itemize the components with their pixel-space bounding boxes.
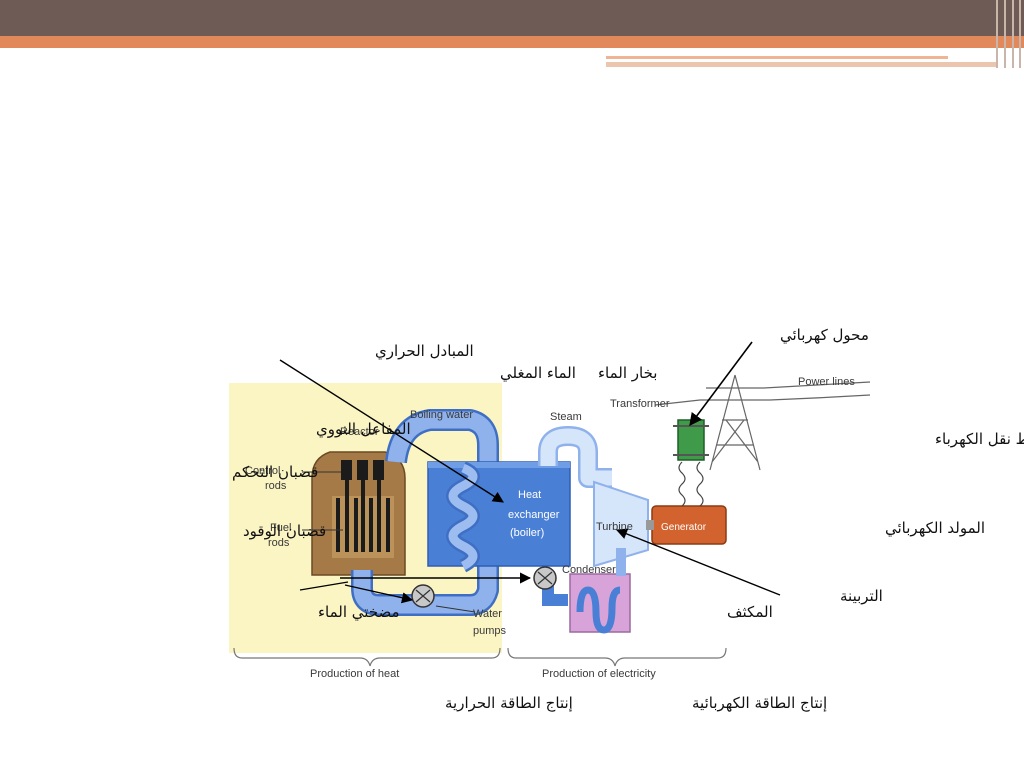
arrow-heat-exchanger	[279, 359, 504, 503]
control-rods-label-ar: قضبان التحكم	[232, 463, 318, 481]
water-surface	[428, 462, 570, 468]
header-accent-line-lower	[606, 62, 996, 67]
heat-exchanger-label-en-1: Heat	[518, 489, 541, 501]
control-rods-label-en-1: Control	[245, 465, 280, 477]
generator-shaft	[646, 520, 654, 530]
arrow-transformer	[689, 341, 753, 427]
transformer-label-en: Transformer	[610, 398, 670, 410]
control-rod	[357, 460, 368, 480]
corner-ornament	[1012, 0, 1014, 68]
fuel-rods	[336, 480, 390, 552]
heat-exchanger-coil	[448, 463, 478, 571]
condenser-label-en: Condenser	[562, 564, 616, 576]
control-rods-label-en-2: rods	[265, 480, 287, 492]
boiler-tank	[427, 461, 571, 567]
heat-exchanger-label-en-3: (boiler)	[510, 527, 544, 539]
production-electricity-label-en: Production of electricity	[542, 668, 656, 680]
water-pumps-label-en-1: Water	[473, 608, 502, 620]
corner-ornament	[1004, 0, 1006, 68]
header-bar	[0, 0, 1024, 36]
header-stripe	[0, 36, 1024, 48]
boiling-water-label-en: Boiling water	[410, 409, 473, 421]
fuel-rods-label-en-2: rods	[268, 537, 290, 549]
condenser-coil	[576, 586, 621, 634]
fuel-rods-label-ar: قضبان الوقود	[243, 522, 326, 540]
turbine-label-ar: التربينة	[840, 587, 883, 605]
generator-label-en: Generator	[661, 522, 707, 533]
control-rod	[373, 460, 384, 480]
production-heat-label-en: Production of heat	[310, 668, 399, 680]
heat-exchanger-label-ar: المبادل الحراري	[375, 342, 474, 361]
steam-pipe	[540, 428, 612, 486]
pump-callout-line	[299, 581, 349, 591]
water-pumps-leader	[435, 605, 476, 613]
control-rod	[341, 460, 352, 480]
steam-label-ar: بخار الماء	[598, 364, 657, 382]
boiling-water-label-ar: الماء المغلي	[500, 364, 576, 383]
corner-ornament	[1019, 0, 1021, 68]
steam-label-en: Steam	[550, 411, 582, 423]
power-lines-label-en: Power lines	[798, 376, 855, 388]
fuel-rods-label-en-1: Fuel	[270, 522, 291, 534]
heat-production-label-ar: إنتاج الطاقة الحرارية	[445, 694, 573, 713]
heat-exchanger-label-en-2: exchanger	[508, 509, 560, 521]
reactor-label-ar: المفاعل النووي	[316, 420, 411, 439]
corner-ornament	[996, 0, 998, 68]
arrow-turbine	[615, 528, 781, 596]
primary-loop-pipe	[353, 411, 497, 614]
power-pylon	[654, 374, 871, 471]
water-pumps-label-ar: مضختي الماء	[318, 603, 400, 622]
turbine-label-en: Turbine	[596, 521, 633, 533]
condenser-label-ar: المكثف	[727, 603, 773, 621]
generator-label-ar: المولد الكهربائي	[885, 519, 985, 538]
arrow-pump-primary	[344, 584, 414, 604]
connection-wires	[678, 461, 704, 507]
reactor-label-en: Reactor	[340, 426, 379, 438]
pump-mark	[415, 589, 431, 603]
water-pumps-label-en-2: pumps	[473, 625, 507, 637]
power-lines-label-ar: خطوط نقل الكهرباء	[935, 430, 1024, 448]
header-accent-line	[606, 56, 948, 59]
electricity-production-label-ar: إنتاج الطاقة الكهربائية	[692, 694, 827, 713]
heat-section-brace	[233, 647, 501, 667]
transformer-label-ar: محول كهربائي	[780, 326, 869, 345]
turbine-body	[593, 480, 649, 568]
electricity-section-brace	[507, 647, 727, 667]
pump-mark	[537, 571, 553, 585]
